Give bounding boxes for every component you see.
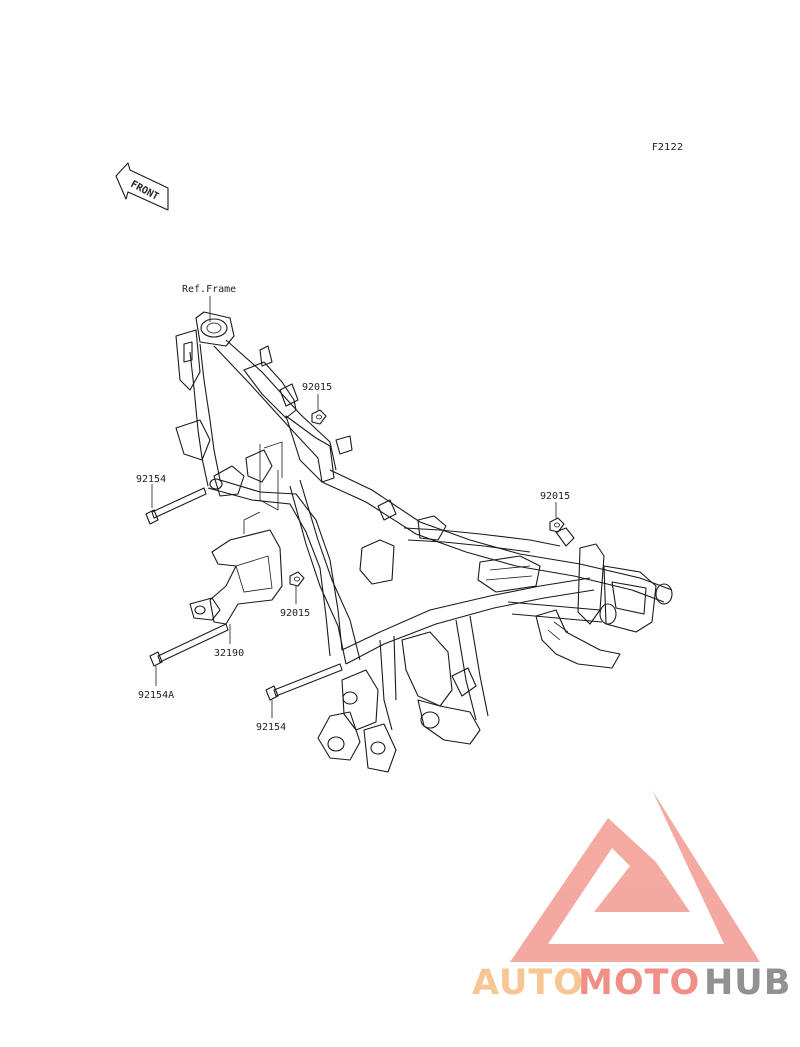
- automotohub-logo: AUTO MOTO HUB: [472, 790, 791, 1003]
- front-arrow-icon: FRONT: [115, 162, 169, 211]
- part-label-92154-left: 92154: [136, 474, 166, 485]
- part-label-92015-top: 92015: [302, 382, 332, 393]
- part-label-92154-bottom: 92154: [256, 722, 286, 733]
- nut-92015-top: [311, 409, 327, 425]
- watermark-hub: HUB: [704, 963, 791, 1003]
- nut-92015-mid: [289, 571, 305, 587]
- watermark-moto: MOTO: [578, 963, 700, 1003]
- bolt-92154-left: [145, 487, 207, 525]
- figure-id: F2122: [652, 142, 683, 153]
- part-label-32190: 32190: [214, 648, 244, 659]
- watermark-auto: AUTO: [472, 963, 584, 1003]
- bracket-32190-drawing: [189, 529, 283, 625]
- bolt-92154-bottom: [265, 663, 343, 701]
- part-label-92015-mid: 92015: [280, 608, 310, 619]
- frame-drawing: [175, 311, 673, 773]
- bolt-92154A: [149, 623, 229, 667]
- frame-ref-label: Ref.Frame: [182, 284, 236, 295]
- part-label-92154A: 92154A: [138, 690, 174, 701]
- part-label-92015-right: 92015: [540, 491, 570, 502]
- nut-92015-right: [549, 517, 565, 533]
